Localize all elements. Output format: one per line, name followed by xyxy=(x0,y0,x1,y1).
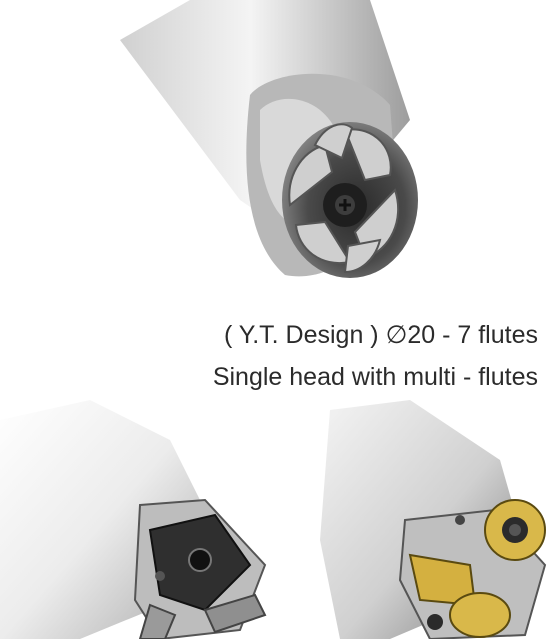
gold-round-insert-cutter-icon xyxy=(320,400,547,641)
square-insert-cutter-image xyxy=(0,400,280,641)
multi-flute-end-mill-icon xyxy=(120,0,418,278)
square-insert-cutter-icon xyxy=(0,400,267,641)
caption-line-1: ( Y.T. Design ) ∅20 - 7 flutes xyxy=(223,321,538,349)
gold-round-insert-cutter-image xyxy=(300,400,552,641)
caption-line-2: Single head with multi - flutes xyxy=(212,363,538,391)
multi-flute-end-mill-image xyxy=(120,0,440,295)
